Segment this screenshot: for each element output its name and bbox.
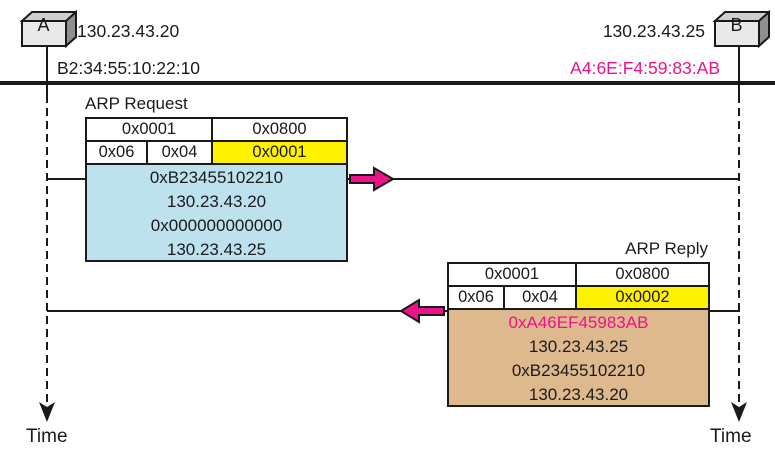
host-a-drop-line bbox=[46, 46, 48, 95]
host-b-timeline-arrow-down-icon bbox=[731, 402, 747, 422]
reply-target-mac: 0xB23455102210 bbox=[511, 361, 646, 380]
reply-sender-mac: 0xA46EF45983AB bbox=[508, 313, 649, 332]
host-b-drop-line bbox=[738, 46, 740, 95]
request-target-ip: 130.23.43.25 bbox=[166, 240, 267, 259]
request-hardware-type-field: 0x0001 bbox=[87, 119, 213, 140]
host-a-ip: 130.23.43.20 bbox=[77, 21, 180, 41]
host-b-cube-icon bbox=[712, 9, 770, 48]
time-label-left: Time bbox=[26, 426, 68, 447]
request-protocol-type-field: 0x0800 bbox=[213, 119, 346, 140]
host-a-timeline-dashed bbox=[46, 95, 48, 403]
reply-message-line bbox=[47, 310, 447, 312]
reply-target-ip: 130.23.43.20 bbox=[528, 385, 629, 404]
reply-connector-right bbox=[710, 310, 740, 312]
request-operation-field: 0x0001 bbox=[213, 142, 346, 163]
request-connector-left bbox=[47, 178, 85, 180]
request-target-mac: 0x000000000000 bbox=[150, 216, 283, 235]
host-a-mac: B2:34:55:10:22:10 bbox=[57, 58, 201, 78]
request-arrow-right-icon bbox=[349, 166, 395, 192]
request-sender-ip: 130.23.43.20 bbox=[166, 192, 267, 211]
reply-hardware-type-field: 0x0001 bbox=[449, 264, 577, 285]
reply-row-types: 0x0001 0x0800 bbox=[449, 264, 708, 287]
host-a-label: A bbox=[37, 15, 50, 35]
request-hardware-length-field: 0x06 bbox=[87, 142, 148, 163]
network-bus-line bbox=[0, 81, 775, 85]
reply-protocol-type-field: 0x0800 bbox=[577, 264, 708, 285]
reply-protocol-length-field: 0x04 bbox=[505, 287, 577, 308]
reply-arrow-left-icon bbox=[399, 298, 445, 324]
reply-sender-ip: 130.23.43.25 bbox=[528, 337, 629, 356]
reply-row-lengths-op: 0x06 0x04 0x0002 bbox=[449, 287, 708, 310]
request-row-types: 0x0001 0x0800 bbox=[87, 119, 346, 142]
host-b-ip: 130.23.43.25 bbox=[602, 21, 705, 41]
host-a-cube-icon bbox=[19, 9, 77, 48]
host-b-label: B bbox=[730, 15, 743, 35]
reply-packet-body: 0xA46EF45983AB 130.23.43.25 0xB234551022… bbox=[449, 310, 708, 405]
request-packet-body: 0xB23455102210 130.23.43.20 0x0000000000… bbox=[87, 165, 346, 260]
request-protocol-length-field: 0x04 bbox=[148, 142, 213, 163]
host-b-mac: A4:6E:F4:59:83:AB bbox=[570, 58, 720, 78]
reply-operation-field: 0x0002 bbox=[577, 287, 708, 308]
arp-request-title: ARP Request bbox=[85, 94, 188, 113]
host-b-timeline-dashed bbox=[738, 95, 740, 403]
arp-reply-packet: 0x0001 0x0800 0x06 0x04 0x0002 0xA46EF45… bbox=[447, 262, 710, 407]
request-row-lengths-op: 0x06 0x04 0x0001 bbox=[87, 142, 346, 165]
request-sender-mac: 0xB23455102210 bbox=[149, 168, 284, 187]
time-label-right: Time bbox=[710, 426, 752, 447]
arp-request-packet: 0x0001 0x0800 0x06 0x04 0x0001 0xB234551… bbox=[85, 117, 348, 262]
host-a-timeline-arrow-down-icon bbox=[39, 402, 55, 422]
arp-reply-title: ARP Reply bbox=[625, 239, 708, 258]
request-message-line bbox=[348, 178, 740, 180]
reply-hardware-length-field: 0x06 bbox=[449, 287, 505, 308]
